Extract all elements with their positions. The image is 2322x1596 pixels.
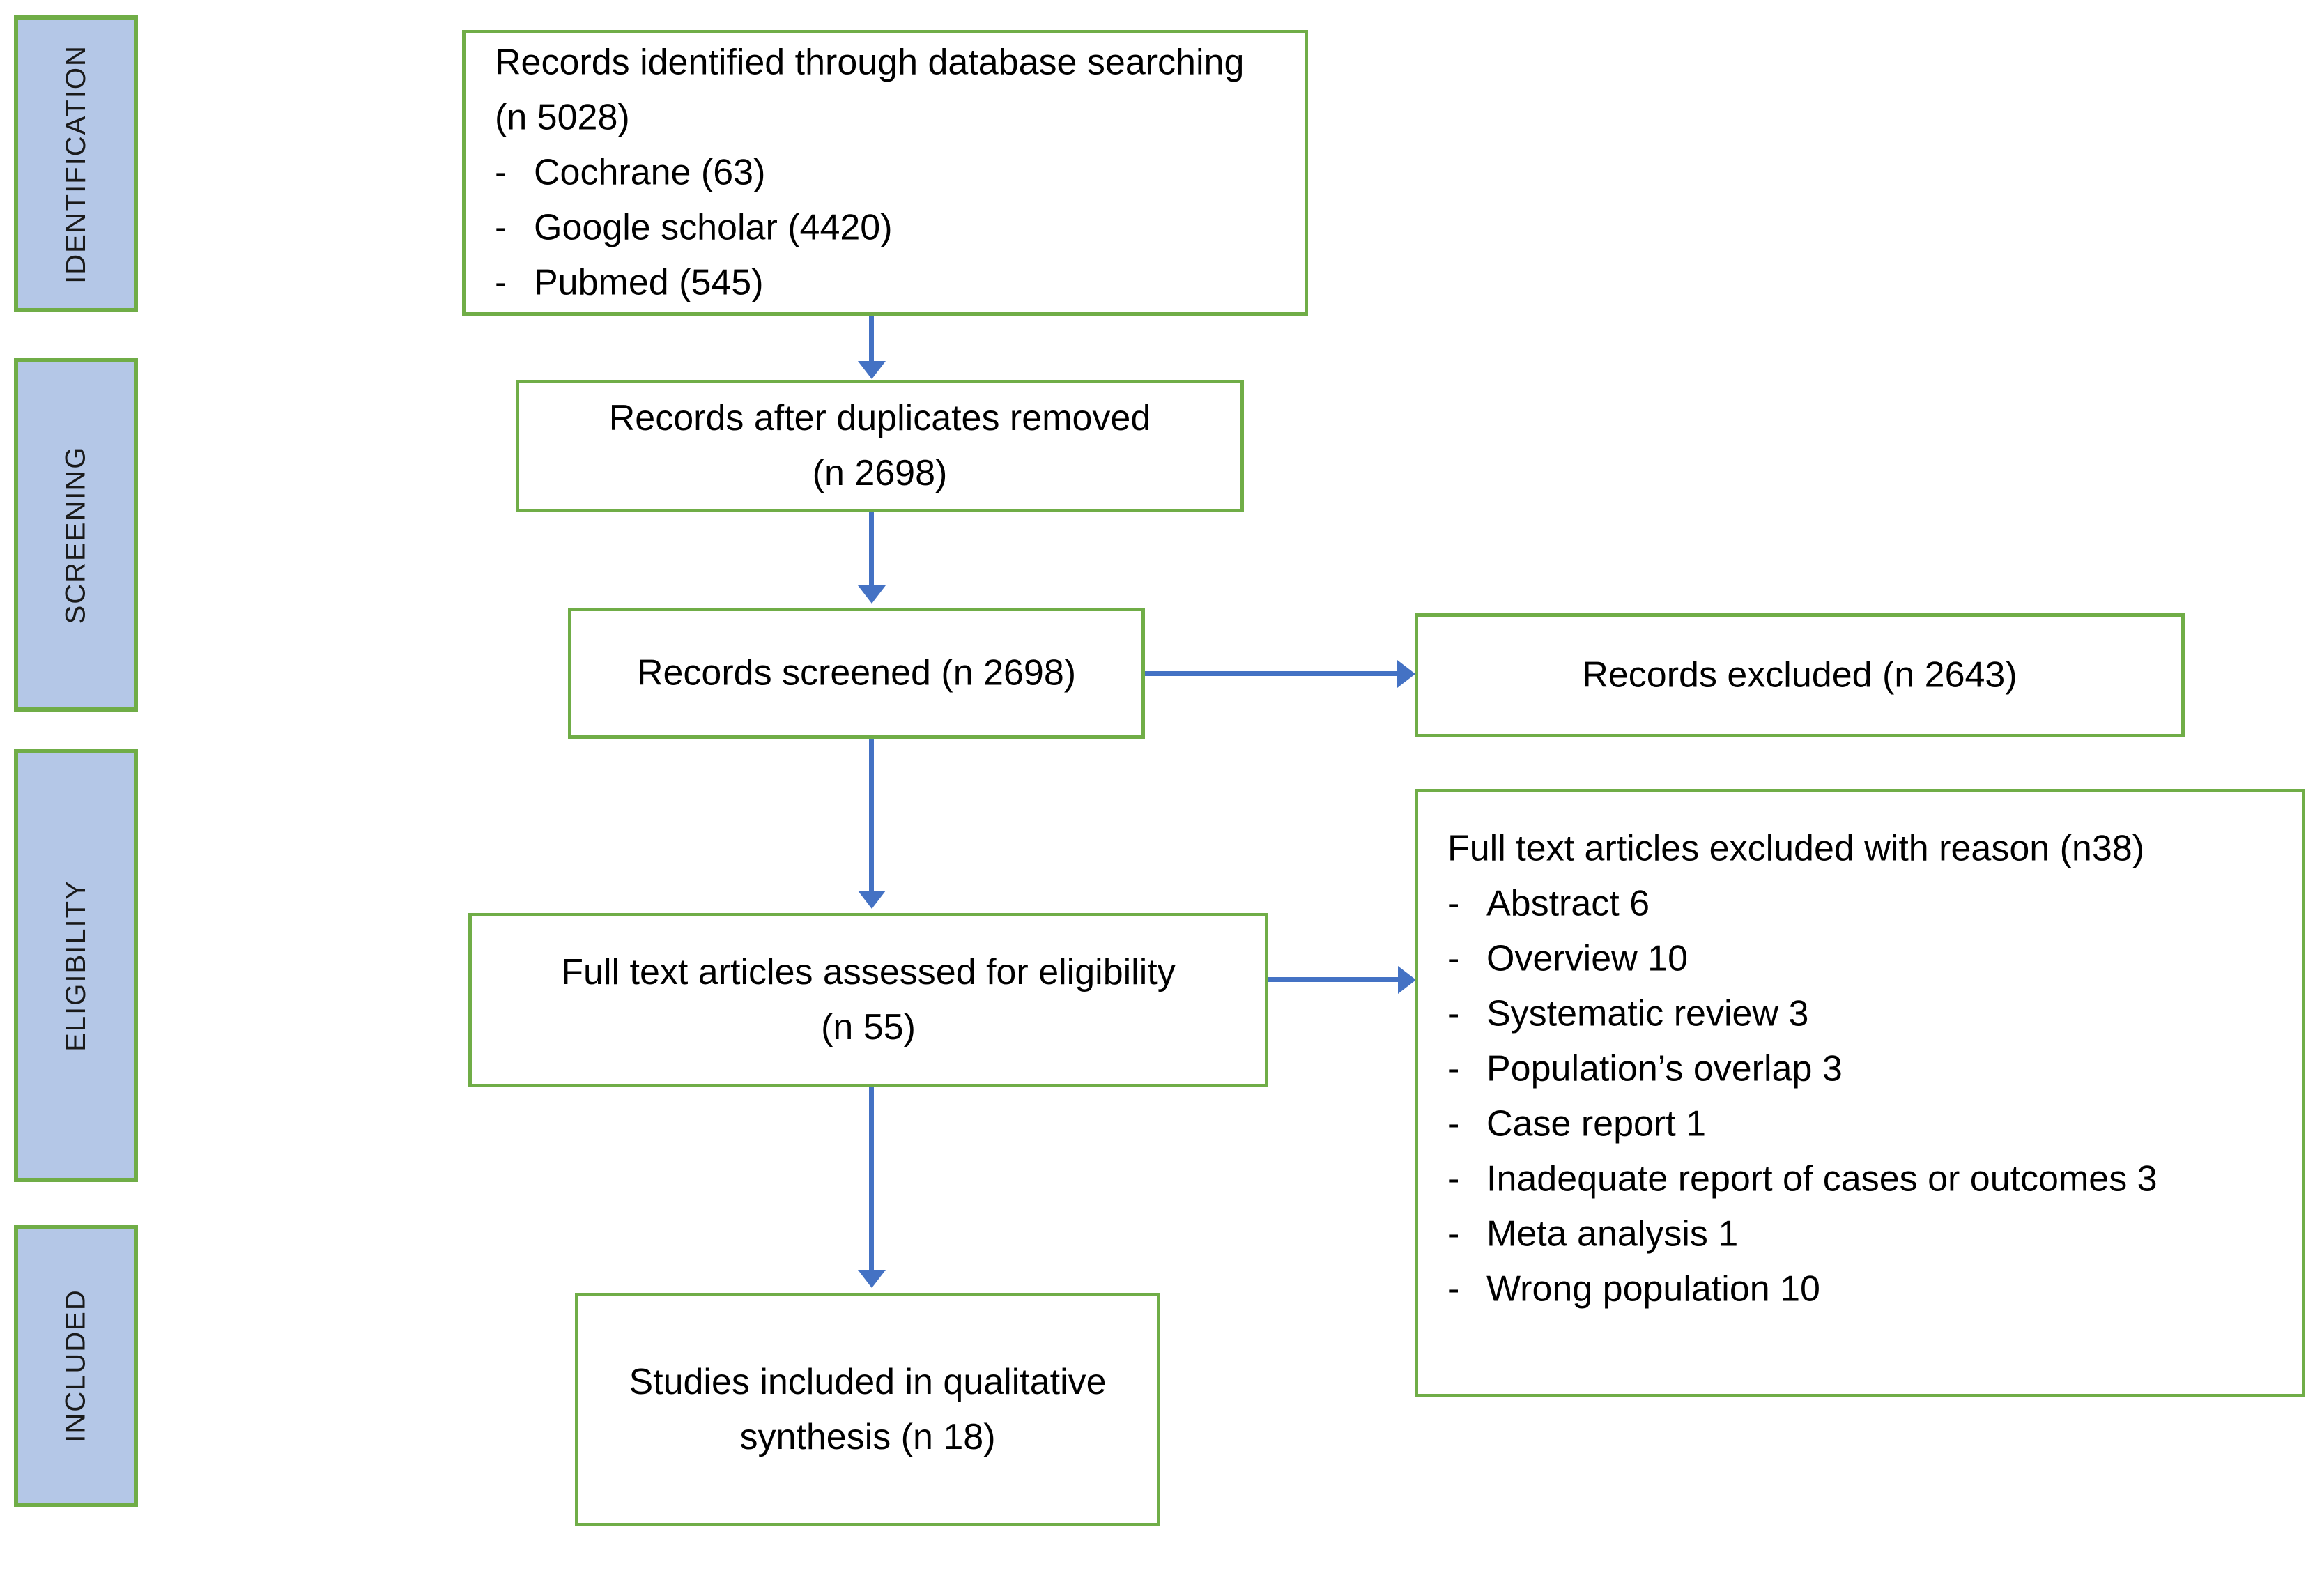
eligibility-line2: (n 55) xyxy=(821,1007,916,1048)
list-item: - Systematic review 3 xyxy=(1447,986,2273,1041)
bullet-dash: - xyxy=(495,207,507,248)
stage-label-included: INCLUDED xyxy=(60,1289,91,1443)
connector-eligibility-to-fulltext-excluded xyxy=(1268,977,1404,982)
bullet-dash: - xyxy=(1447,993,1460,1034)
box-studies-included: Studies included in qualitative synthesi… xyxy=(575,1293,1160,1526)
bullet-text: Case report 1 xyxy=(1486,1103,1707,1144)
bullet-text: Population’s overlap 3 xyxy=(1486,1048,1843,1089)
box-records-screened: Records screened (n 2698) xyxy=(568,608,1145,739)
bullet-dash: - xyxy=(1447,1268,1460,1310)
bullet-text: Inadequate report of cases or outcomes 3 xyxy=(1486,1158,2158,1199)
bullet-text: Google scholar (4420) xyxy=(534,207,893,248)
bullet-dash: - xyxy=(1447,883,1460,924)
stage-label-identification: IDENTIFICATION xyxy=(60,44,91,284)
stage-box-included: INCLUDED xyxy=(14,1225,138,1507)
included-line1: Studies included in qualitative xyxy=(629,1361,1107,1402)
box-fulltext-excluded-reasons: Full text articles excluded with reason … xyxy=(1415,789,2305,1397)
box-duplicates-removed: Records after duplicates removed (n 2698… xyxy=(516,380,1244,512)
stage-label-eligibility: ELIGIBILITY xyxy=(60,879,91,1052)
arrow-down-icon xyxy=(858,891,886,909)
connector-duplicates-to-screened xyxy=(869,512,874,588)
arrow-down-icon xyxy=(858,585,886,604)
bullet-text: Meta analysis 1 xyxy=(1486,1213,1739,1254)
stage-box-identification: IDENTIFICATION xyxy=(14,15,138,312)
duplicates-removed-line1: Records after duplicates removed xyxy=(608,397,1151,438)
list-item: - Google scholar (4420) xyxy=(495,201,1275,256)
bullet-text: Wrong population 10 xyxy=(1486,1268,1820,1310)
records-identified-headline: Records identified through database sear… xyxy=(495,42,1245,138)
bullet-text: Cochrane (63) xyxy=(534,152,766,193)
box-fulltext-assessed: Full text articles assessed for eligibil… xyxy=(468,913,1268,1087)
records-excluded-line1: Records excluded (n 2643) xyxy=(1582,654,2017,696)
bullet-dash: - xyxy=(1447,1103,1460,1144)
records-screened-line1: Records screened (n 2698) xyxy=(636,652,1077,693)
bullet-text: Systematic review 3 xyxy=(1486,993,1809,1034)
arrow-down-icon xyxy=(858,361,886,379)
records-identified-source-list: - Cochrane (63) - Google scholar (4420) … xyxy=(495,145,1275,310)
connector-screened-to-excluded xyxy=(1145,671,1403,676)
arrow-down-icon xyxy=(858,1270,886,1288)
bullet-text: Pubmed (545) xyxy=(534,262,764,303)
bullet-dash: - xyxy=(495,152,507,193)
box-records-identified: Records identified through database sear… xyxy=(462,30,1308,316)
list-item: - Wrong population 10 xyxy=(1447,1262,2273,1317)
list-item: - Inadequate report of cases or outcomes… xyxy=(1447,1152,2273,1207)
bullet-dash: - xyxy=(495,262,507,303)
list-item: - Pubmed (545) xyxy=(495,256,1275,311)
duplicates-removed-line2: (n 2698) xyxy=(812,453,948,493)
stage-box-screening: SCREENING xyxy=(14,358,138,712)
list-item: - Case report 1 xyxy=(1447,1096,2273,1151)
arrow-right-icon xyxy=(1398,966,1416,994)
list-item: - Abstract 6 xyxy=(1447,876,2273,931)
list-item: - Population’s overlap 3 xyxy=(1447,1041,2273,1096)
fulltext-excluded-reason-list: - Abstract 6 - Overview 10 - Systematic … xyxy=(1447,876,2273,1317)
connector-identified-to-duplicates xyxy=(869,316,874,366)
list-item: - Meta analysis 1 xyxy=(1447,1207,2273,1262)
connector-screened-to-eligibility xyxy=(869,739,874,893)
eligibility-line1: Full text articles assessed for eligibil… xyxy=(561,951,1176,992)
bullet-text: Abstract 6 xyxy=(1486,883,1650,924)
connector-eligibility-to-included xyxy=(869,1087,874,1272)
list-item: - Overview 10 xyxy=(1447,931,2273,986)
bullet-dash: - xyxy=(1447,1048,1460,1089)
bullet-dash: - xyxy=(1447,1158,1460,1199)
stage-label-screening: SCREENING xyxy=(60,445,91,624)
fulltext-excluded-headline: Full text articles excluded with reason … xyxy=(1447,828,2145,869)
bullet-dash: - xyxy=(1447,1213,1460,1254)
list-item: - Cochrane (63) xyxy=(495,145,1275,200)
arrow-right-icon xyxy=(1397,660,1415,688)
box-records-excluded: Records excluded (n 2643) xyxy=(1415,613,2185,737)
stage-box-eligibility: ELIGIBILITY xyxy=(14,749,138,1182)
bullet-text: Overview 10 xyxy=(1486,938,1688,979)
bullet-dash: - xyxy=(1447,938,1460,979)
included-line2: synthesis (n 18) xyxy=(739,1416,996,1457)
